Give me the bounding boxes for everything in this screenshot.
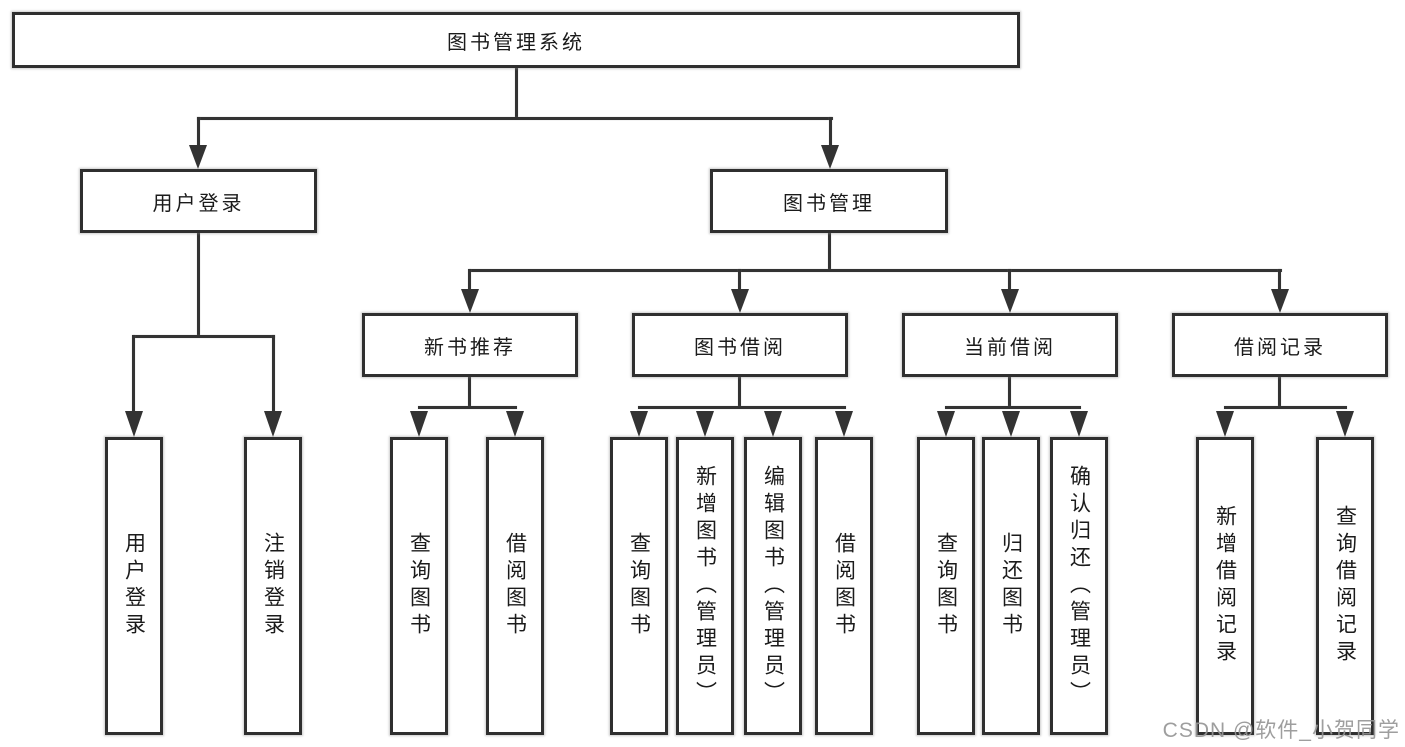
leaf-label: 归还图书 bbox=[999, 532, 1023, 640]
leaf-query-borrow-record: 查询借阅记录 bbox=[1316, 437, 1374, 735]
leaf-query-books-current: 查询图书 bbox=[917, 437, 975, 735]
leaf-label: 注销登录 bbox=[261, 532, 285, 640]
connector-line bbox=[197, 117, 200, 146]
node-user-login: 用户登录 bbox=[80, 169, 317, 233]
arrow-down-icon bbox=[835, 411, 853, 437]
connector-line bbox=[738, 269, 741, 291]
node-borrow-records: 借阅记录 bbox=[1172, 313, 1388, 377]
arrow-down-icon bbox=[410, 411, 428, 437]
arrow-down-icon bbox=[264, 411, 282, 437]
csdn-watermark: CSDN @软件_小贺同学 bbox=[1162, 719, 1400, 742]
connector-line bbox=[515, 68, 518, 119]
node-label: 当前借阅 bbox=[964, 336, 1056, 359]
node-new-book-recommend: 新书推荐 bbox=[362, 313, 578, 377]
arrow-down-icon bbox=[125, 411, 143, 437]
leaf-label: 编辑图书（管理员） bbox=[761, 464, 785, 708]
leaf-edit-books-admin: 编辑图书（管理员） bbox=[744, 437, 802, 735]
arrow-down-icon bbox=[1070, 411, 1088, 437]
leaf-label: 确认归还（管理员） bbox=[1067, 464, 1091, 708]
node-label: 用户登录 bbox=[152, 192, 245, 215]
connector-line bbox=[132, 335, 135, 413]
connector-line bbox=[1224, 406, 1347, 409]
arrow-down-icon bbox=[1336, 411, 1354, 437]
leaf-add-books-admin: 新增图书（管理员） bbox=[676, 437, 734, 735]
node-book-borrow: 图书借阅 bbox=[632, 313, 848, 377]
node-label: 图书管理系统 bbox=[447, 31, 585, 54]
arrow-down-icon bbox=[1002, 411, 1020, 437]
leaf-return-books: 归还图书 bbox=[982, 437, 1040, 735]
node-book-management-system: 图书管理系统 bbox=[12, 12, 1020, 68]
arrow-down-icon bbox=[937, 411, 955, 437]
arrow-down-icon bbox=[821, 145, 839, 169]
connector-line bbox=[828, 233, 831, 271]
connector-line bbox=[469, 269, 1282, 272]
connector-line bbox=[468, 269, 471, 291]
arrow-down-icon bbox=[696, 411, 714, 437]
arrow-down-icon bbox=[1271, 289, 1289, 313]
connector-line bbox=[418, 406, 517, 409]
connector-line bbox=[133, 335, 275, 338]
connector-line bbox=[945, 406, 1081, 409]
leaf-confirm-return-admin: 确认归还（管理员） bbox=[1050, 437, 1108, 735]
node-book-management: 图书管理 bbox=[710, 169, 948, 233]
leaf-query-books-recommend: 查询图书 bbox=[390, 437, 448, 735]
connector-line bbox=[272, 335, 275, 413]
leaf-label: 借阅图书 bbox=[832, 532, 856, 640]
leaf-label: 新增借阅记录 bbox=[1213, 505, 1237, 667]
arrow-down-icon bbox=[1216, 411, 1234, 437]
arrow-down-icon bbox=[506, 411, 524, 437]
leaf-logout: 注销登录 bbox=[244, 437, 302, 735]
connector-line bbox=[468, 377, 471, 408]
connector-line bbox=[1008, 377, 1011, 408]
node-label: 新书推荐 bbox=[424, 336, 516, 359]
connector-line bbox=[197, 117, 833, 120]
leaf-label: 新增图书（管理员） bbox=[693, 464, 717, 708]
leaf-label: 查询图书 bbox=[627, 532, 651, 640]
leaf-label: 用户登录 bbox=[122, 532, 146, 640]
connector-line bbox=[738, 377, 741, 408]
connector-line bbox=[1278, 269, 1281, 291]
leaf-label: 借阅图书 bbox=[503, 532, 527, 640]
leaf-label: 查询图书 bbox=[407, 532, 431, 640]
arrow-down-icon bbox=[461, 289, 479, 313]
node-label: 借阅记录 bbox=[1234, 336, 1326, 359]
leaf-label: 查询图书 bbox=[934, 532, 958, 640]
node-label: 图书管理 bbox=[783, 192, 875, 215]
connector-line bbox=[638, 406, 846, 409]
leaf-borrow-books: 借阅图书 bbox=[815, 437, 873, 735]
connector-line bbox=[1008, 269, 1011, 291]
leaf-label: 查询借阅记录 bbox=[1333, 505, 1357, 667]
arrow-down-icon bbox=[764, 411, 782, 437]
leaf-user-login: 用户登录 bbox=[105, 437, 163, 735]
arrow-down-icon bbox=[731, 289, 749, 313]
node-label: 图书借阅 bbox=[694, 336, 786, 359]
leaf-query-books-borrow: 查询图书 bbox=[610, 437, 668, 735]
arrow-down-icon bbox=[189, 145, 207, 169]
arrow-down-icon bbox=[1001, 289, 1019, 313]
leaf-borrow-books-recommend: 借阅图书 bbox=[486, 437, 544, 735]
node-current-borrow: 当前借阅 bbox=[902, 313, 1118, 377]
connector-line bbox=[829, 117, 832, 146]
arrow-down-icon bbox=[630, 411, 648, 437]
leaf-add-borrow-record: 新增借阅记录 bbox=[1196, 437, 1254, 735]
connector-line bbox=[1278, 377, 1281, 408]
connector-line bbox=[197, 233, 200, 337]
